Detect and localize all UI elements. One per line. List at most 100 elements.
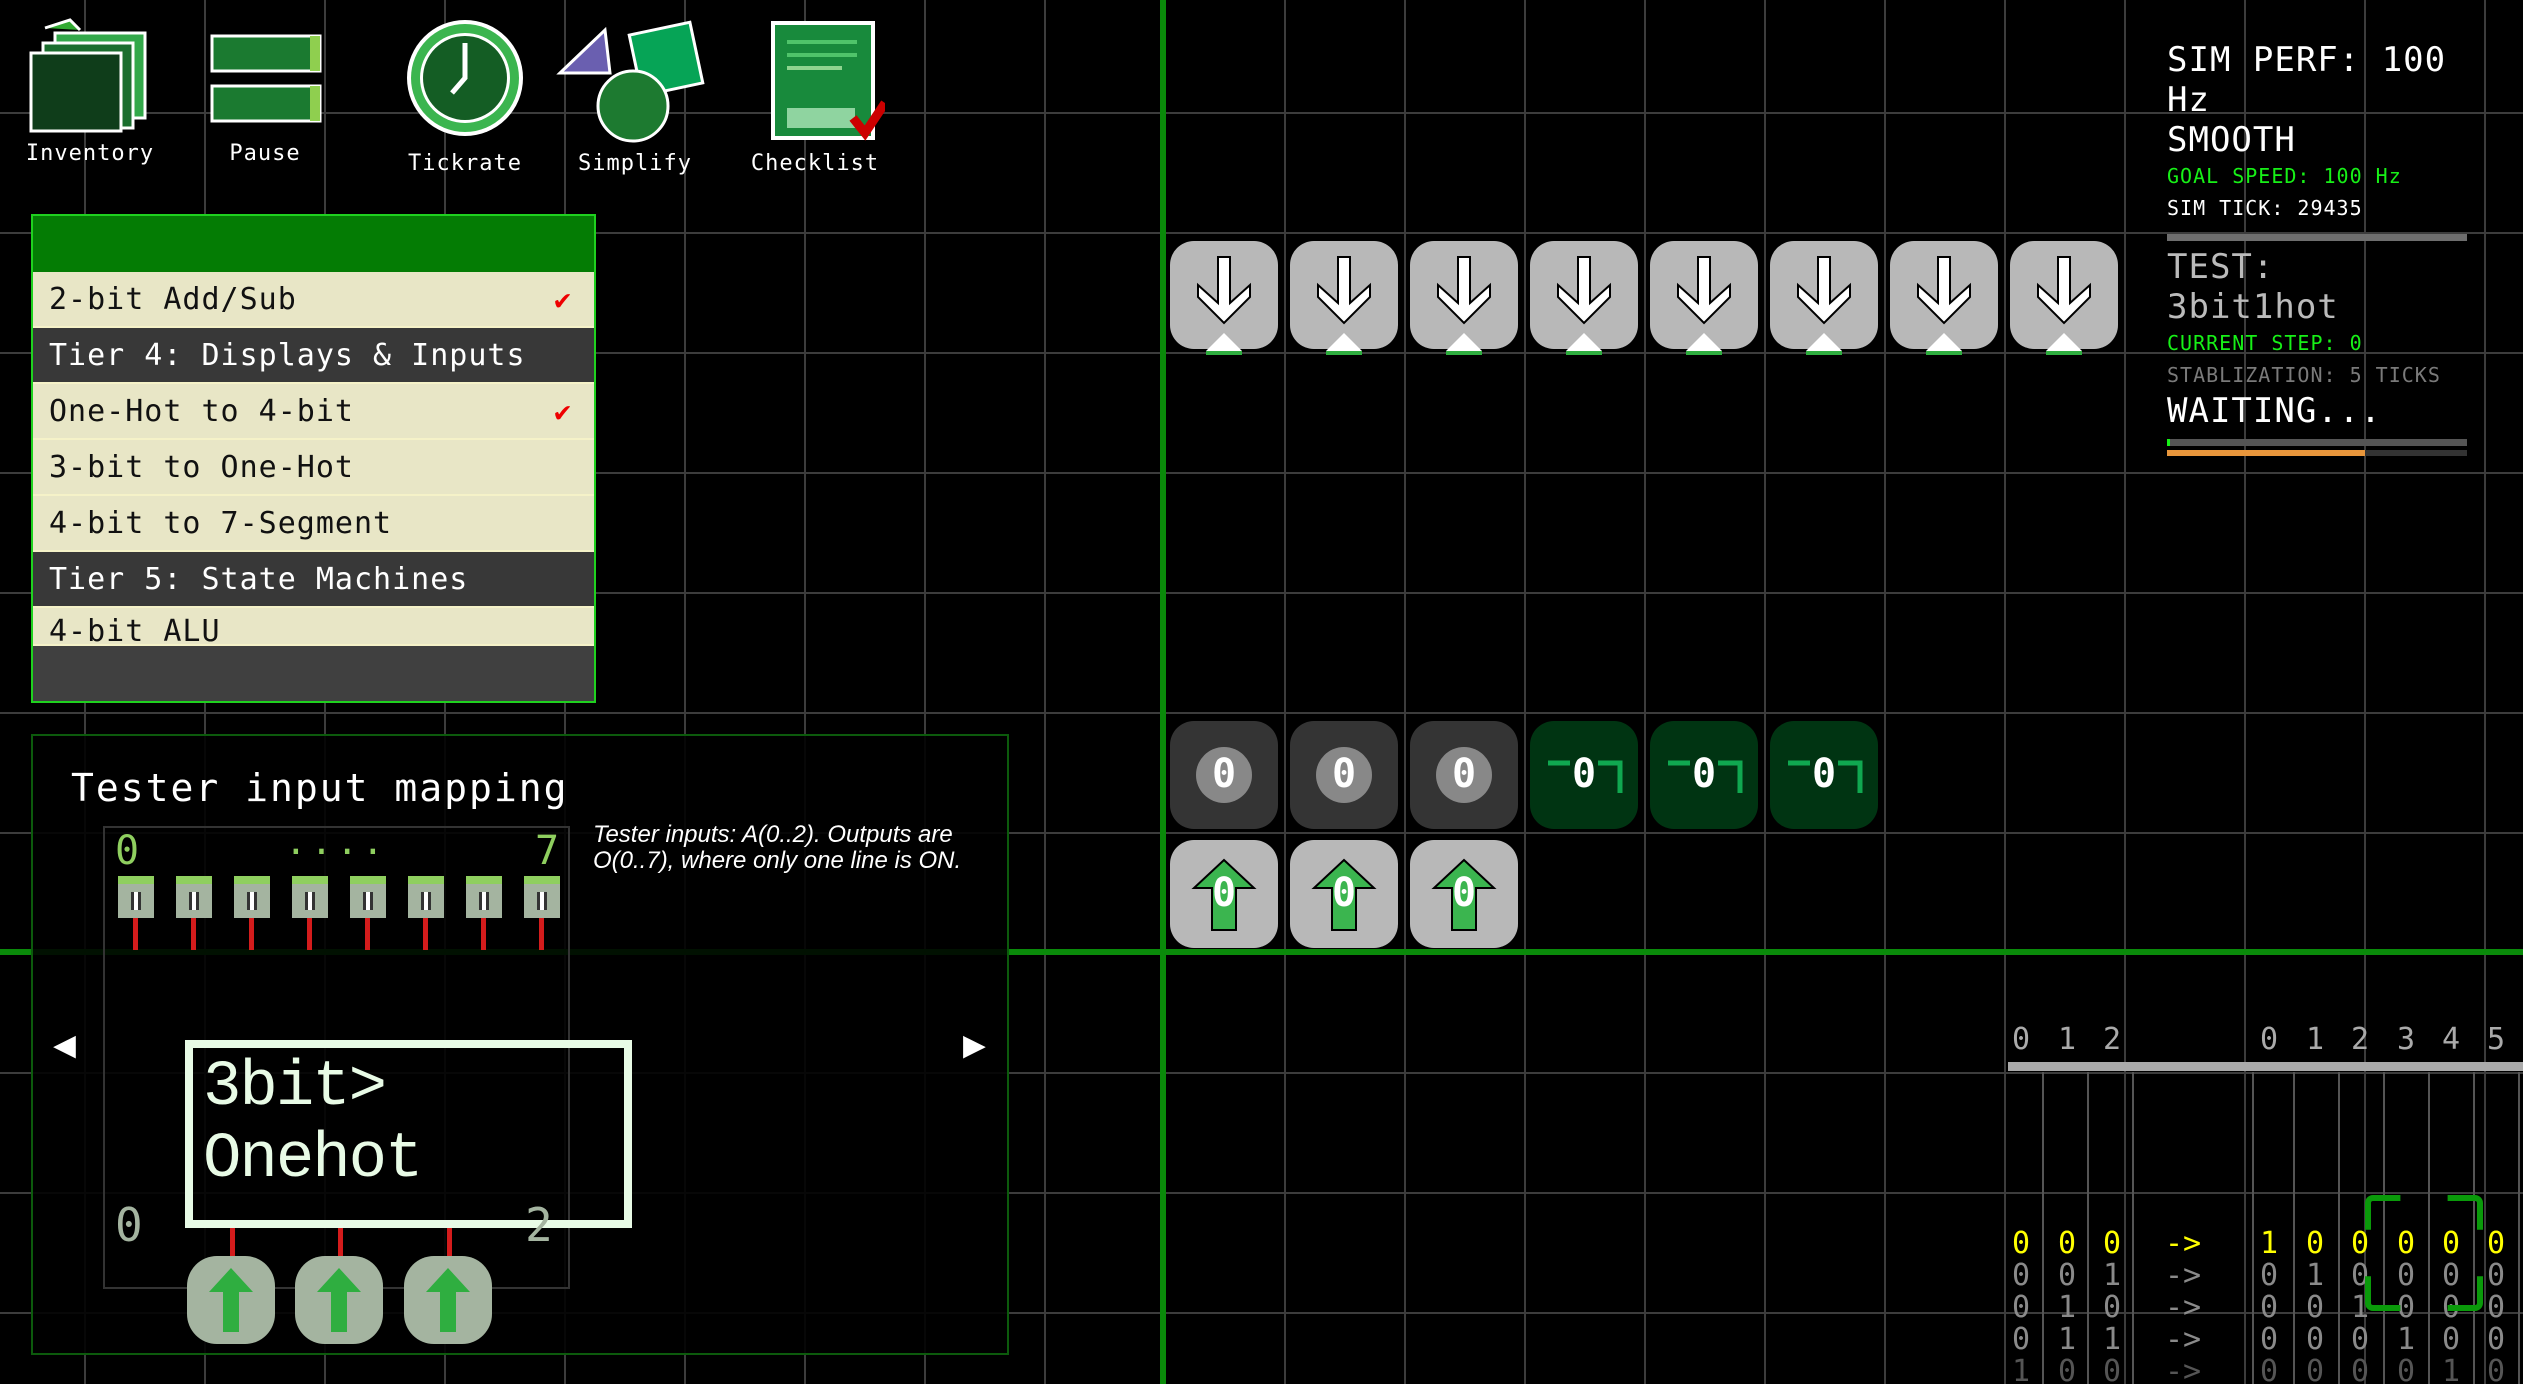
tester-input-block[interactable]: 0: [1290, 840, 1398, 948]
output-pin: [466, 876, 502, 918]
tier-header: Tier 5: State Machines: [33, 552, 594, 608]
input-cell: 1: [2012, 1354, 2031, 1384]
chip-preview: 0 .... 7 3bit> Onehot 0 2: [103, 822, 632, 1344]
display-lens-icon: [1316, 747, 1372, 803]
wire: [133, 918, 138, 950]
wire: [481, 918, 486, 950]
level-item[interactable]: 2-bit Add/Sub✔: [33, 272, 594, 328]
tester-output-block[interactable]: [1890, 241, 1998, 355]
wire-corner-icon: [1548, 760, 1623, 793]
tester-input-block[interactable]: 0: [1410, 840, 1518, 948]
tester-output-block[interactable]: [1530, 241, 1638, 355]
level-item[interactable]: 4-bit to 7-Segment: [33, 496, 594, 552]
input-value: 0: [1451, 870, 1477, 916]
output-cell: 1: [2306, 1258, 2325, 1293]
output-cell: 0: [2442, 1226, 2461, 1261]
input-cell: 0: [2012, 1226, 2031, 1261]
output-pin-block[interactable]: 0: [1770, 721, 1878, 829]
output-header: 5: [2487, 1022, 2506, 1057]
column-divider: [2428, 1072, 2430, 1384]
display-value: 0: [1331, 751, 1357, 797]
input-cell: 0: [2058, 1226, 2077, 1261]
input-header: 2: [2103, 1022, 2122, 1057]
previous-arrow-button[interactable]: ◀: [53, 1022, 76, 1066]
checklist-button[interactable]: Checklist: [735, 18, 895, 176]
output-pin-block[interactable]: 0: [1650, 721, 1758, 829]
arrow-down-icon: [1677, 256, 1731, 355]
level-item[interactable]: One-Hot to 4-bit✔: [33, 384, 594, 440]
pause-button[interactable]: Pause: [185, 18, 345, 166]
wire: [447, 1228, 452, 1256]
level-item[interactable]: 4-bit ALU: [33, 608, 594, 646]
circuit-axis-vertical: [1160, 0, 1166, 1384]
tester-output-block[interactable]: [1410, 241, 1518, 355]
output-pin: [524, 876, 560, 918]
column-divider: [2293, 1072, 2295, 1384]
arrow-up-icon: [317, 1268, 361, 1332]
tester-output-block[interactable]: [2010, 241, 2118, 355]
output-pin-block[interactable]: 0: [1530, 721, 1638, 829]
stabilization: STABLIZATION: 5 TICKS: [2167, 363, 2441, 387]
arrow-down-icon: [2037, 256, 2091, 355]
check-icon: ✔: [554, 394, 572, 428]
level-item[interactable]: 3-bit to One-Hot: [33, 440, 594, 496]
tester-input-block[interactable]: 0: [1170, 840, 1278, 948]
tier-header: Tier 4: Displays & Inputs: [33, 328, 594, 384]
tester-mapping-panel: Tester input mapping 0 .... 7 3bit> Oneh…: [31, 734, 1009, 1355]
input-value: 0: [1211, 870, 1237, 916]
output-header: 2: [2351, 1022, 2370, 1057]
tickrate-button[interactable]: Tickrate: [385, 18, 545, 176]
level-label: 2-bit Add/Sub: [49, 281, 297, 317]
wire-corner-icon: [1788, 760, 1863, 793]
output-cell: 0: [2351, 1258, 2370, 1293]
output-pin: [408, 876, 444, 918]
wire: [191, 918, 196, 950]
output-cell: 0: [2306, 1354, 2325, 1384]
checklist-icon: [771, 21, 885, 141]
input-button[interactable]: [404, 1256, 492, 1344]
output-cell: 0: [2487, 1290, 2506, 1325]
simplify-button[interactable]: Simplify: [555, 18, 715, 176]
inventory-button[interactable]: Inventory: [10, 18, 170, 166]
output-cell: 0: [2351, 1354, 2370, 1384]
column-divider: [2132, 1072, 2134, 1384]
test-status: WAITING...: [2167, 391, 2382, 431]
input-value: 0: [1331, 870, 1357, 916]
tester-output-block[interactable]: [1650, 241, 1758, 355]
wire: [338, 1228, 343, 1256]
tester-output-block[interactable]: [1770, 241, 1878, 355]
pin-light-icon: [537, 892, 547, 910]
folder-stack-icon: [29, 18, 147, 133]
tester-panel-title: Tester input mapping: [71, 766, 569, 810]
input-button[interactable]: [187, 1256, 275, 1344]
output-cell: 0: [2487, 1354, 2506, 1384]
output-cell: 0: [2351, 1226, 2370, 1261]
arrow-up-icon: [1431, 858, 1497, 931]
display-value: 0: [1691, 751, 1717, 797]
display-block[interactable]: 0: [1410, 721, 1518, 829]
next-arrow-button[interactable]: ▶: [963, 1022, 986, 1066]
sim-perf: SIM PERF: 100 Hz: [2167, 40, 2447, 120]
pin-light-icon: [305, 892, 315, 910]
input-button[interactable]: [295, 1256, 383, 1344]
tester-output-block[interactable]: [1170, 241, 1278, 355]
sim-tick: SIM TICK: 29435: [2167, 196, 2363, 220]
wire: [249, 918, 254, 950]
display-block[interactable]: 0: [1290, 721, 1398, 829]
display-block[interactable]: 0: [1170, 721, 1278, 829]
arrow-up-icon: [426, 1268, 470, 1332]
sim-smooth: SMOOTH: [2167, 120, 2296, 160]
row-arrow: ->: [2165, 1258, 2202, 1293]
pin-light-icon: [421, 892, 431, 910]
output-cell: 1: [2442, 1354, 2461, 1384]
level-label: Tier 4: Displays & Inputs: [49, 337, 526, 373]
output-pin: [234, 876, 270, 918]
tester-output-block[interactable]: [1290, 241, 1398, 355]
wire-corner-icon: [1668, 760, 1743, 793]
input-last-label: 2: [525, 1198, 553, 1252]
level-label: 4-bit ALU: [49, 614, 221, 646]
output-pin: [350, 876, 386, 918]
checklist-label: Checklist: [750, 151, 880, 176]
arrow-down-icon: [1437, 256, 1491, 355]
